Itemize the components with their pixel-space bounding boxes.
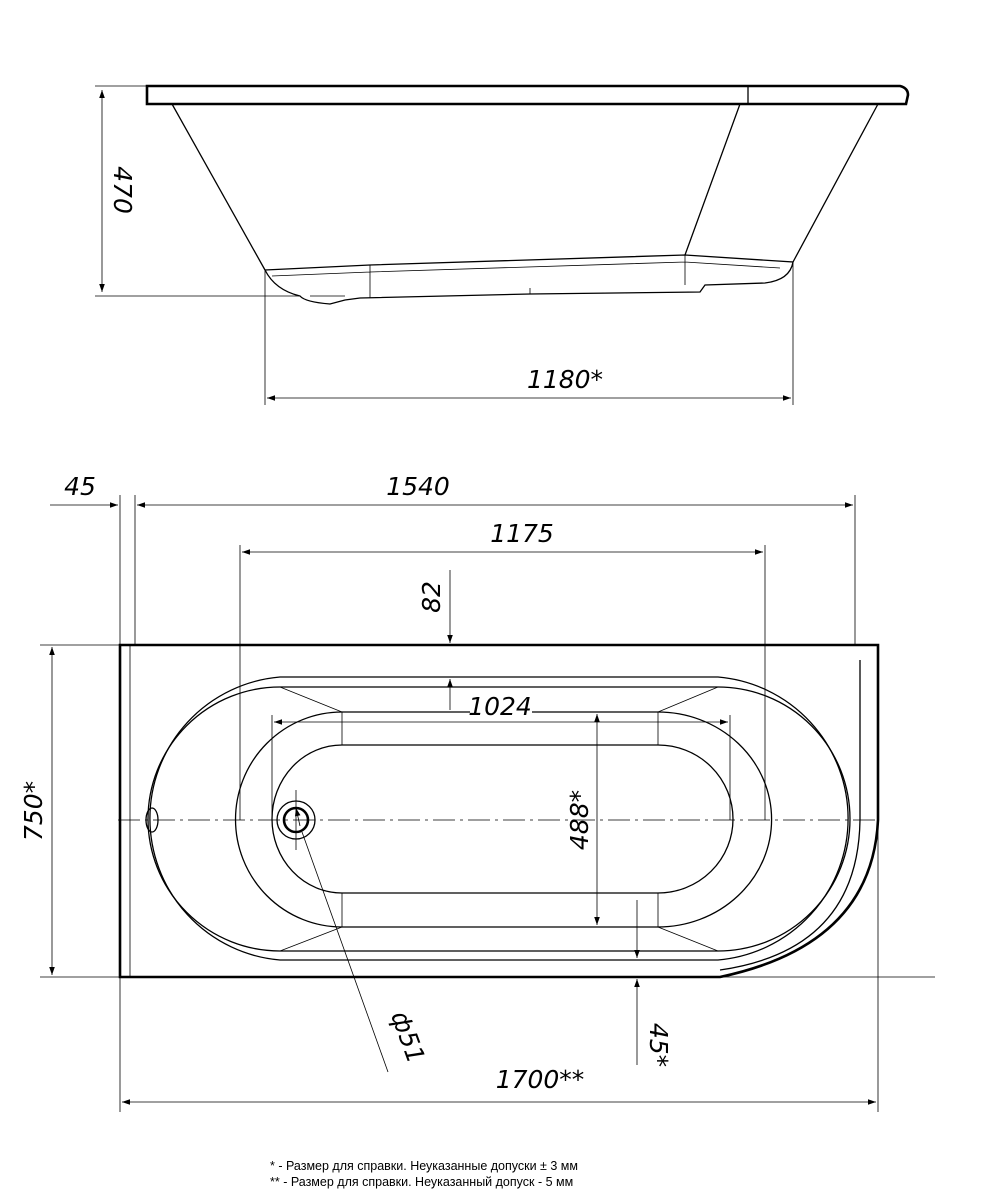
tub-right-wall — [792, 103, 879, 263]
outer-outline — [118, 643, 880, 979]
top-view: 45 1540 1175 82 1024 488* 750* 45* ф51 1… — [19, 472, 935, 1112]
side-rim-dimension: 45* — [644, 1023, 673, 1067]
drain-leader — [301, 831, 389, 1073]
drain-dimension: ф51 — [385, 1007, 430, 1067]
basin-length-dimension: 1175 — [490, 519, 554, 548]
offset-dimension: 45 — [64, 472, 96, 501]
footnote-2: ** - Размер для справки. Неуказанный доп… — [270, 1175, 574, 1189]
height-dimension: 470 — [108, 166, 137, 214]
inner-length-dimension: 1540 — [386, 472, 450, 501]
side-view: 470 1180* — [95, 84, 910, 405]
width-dimension: 750* — [19, 781, 48, 841]
length-dimension: 1180* — [527, 365, 603, 394]
rim-dimension: 82 — [417, 581, 446, 613]
bottom-width-dimension: 488* — [565, 790, 594, 850]
basin-outline — [234, 711, 773, 928]
bottom-length-dimension: 1024 — [468, 692, 532, 721]
overflow-hole — [145, 807, 159, 833]
total-length-dimension: 1700** — [496, 1065, 585, 1094]
footnote-1: * - Размер для справки. Неуказанные допу… — [270, 1159, 578, 1173]
basin-bottom — [271, 744, 734, 894]
footnotes: * - Размер для справки. Неуказанные допу… — [270, 1158, 578, 1190]
rim-outline — [145, 84, 910, 106]
tub-left-wall — [171, 103, 266, 271]
